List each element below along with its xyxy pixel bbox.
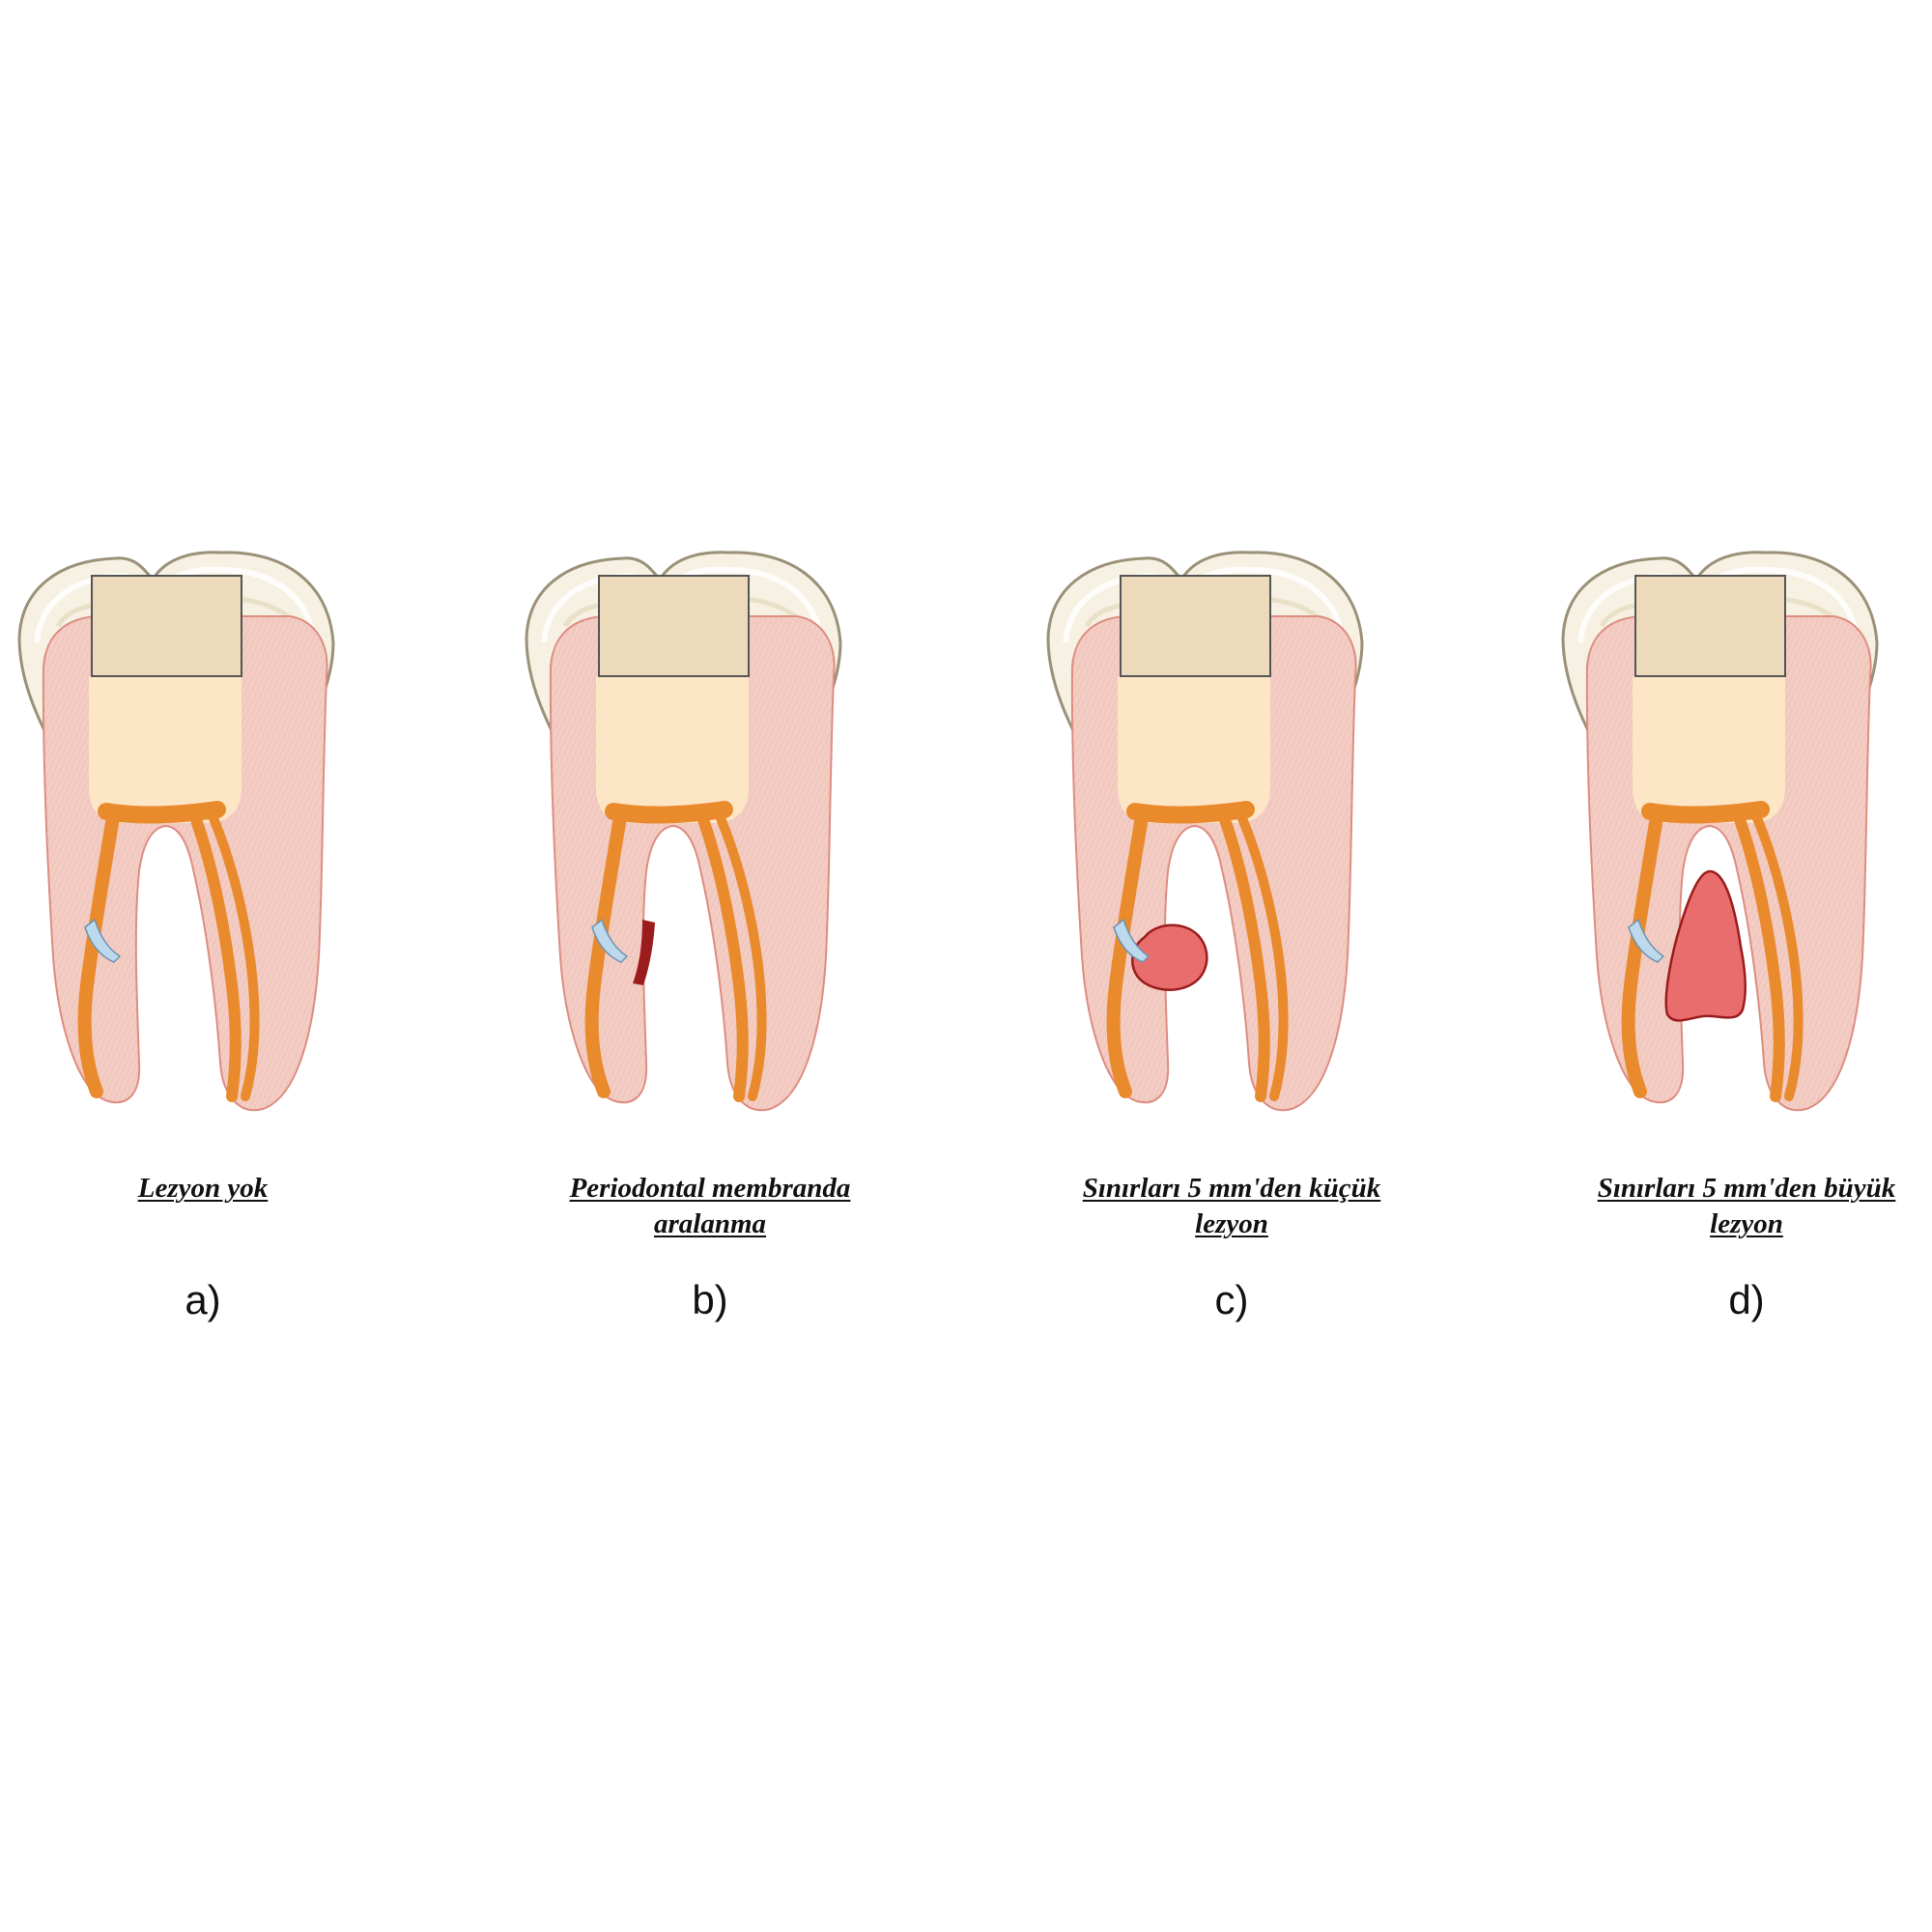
root-canal-distal	[187, 806, 242, 1102]
tooth-illustration	[525, 551, 842, 1112]
pulp-chamber	[89, 676, 242, 823]
caption-line: Lezyon yok	[137, 1173, 269, 1204]
root-canal-distal-2	[206, 807, 260, 1101]
panel-b: Periodontal membranda aralanma b)	[507, 522, 913, 1333]
panel-letter: c)	[1214, 1277, 1249, 1322]
fractured-instrument	[591, 918, 629, 963]
canal-orifices	[1641, 801, 1770, 824]
tooth-illustration	[1561, 551, 1879, 1112]
root-canal-mesial	[1621, 805, 1664, 1098]
filling-restoration	[1634, 575, 1786, 677]
root-canal-distal	[695, 806, 749, 1102]
pdl-widening-mark	[633, 920, 655, 985]
root-canal-mesial	[584, 805, 628, 1098]
caption: Lezyon yok	[0, 1171, 406, 1207]
pulp-chamber	[1633, 676, 1785, 823]
caption-line: lezyon	[1195, 1208, 1268, 1239]
panel-letter: b)	[692, 1277, 728, 1322]
panel-d: Sınırları 5 mm'den büyük lezyon d)	[1544, 522, 1932, 1333]
caption-line: Periodontal membranda	[569, 1173, 851, 1204]
tooth-illustration	[17, 551, 335, 1112]
root-canal-distal	[1731, 806, 1785, 1102]
canal-orifices	[605, 801, 733, 824]
periapical-lesion-small	[1131, 923, 1208, 991]
filling-restoration	[598, 575, 750, 677]
caption: Sınırları 5 mm'den büyük lezyon	[1544, 1171, 1932, 1242]
panel-letter: d)	[1728, 1277, 1765, 1322]
canal-orifices	[98, 801, 226, 824]
root-canal-mesial	[1106, 805, 1150, 1098]
fractured-instrument	[1113, 918, 1151, 963]
panel-a: Lezyon yok a)	[0, 522, 406, 1333]
root-canal-distal-2	[1235, 807, 1289, 1101]
root-canal-distal-2	[713, 807, 767, 1101]
panel-letter: a)	[185, 1277, 221, 1322]
root-canal-mesial	[77, 805, 121, 1098]
panel-c: Sınırları 5 mm'den küçük lezyon c)	[1029, 522, 1435, 1333]
root-canal-distal-2	[1749, 807, 1804, 1101]
caption-line: Sınırları 5 mm'den büyük	[1597, 1173, 1896, 1204]
tooth-illustration	[1046, 551, 1364, 1112]
fractured-instrument	[1628, 918, 1665, 963]
caption-line: Sınırları 5 mm'den küçük	[1082, 1173, 1381, 1204]
periapical-lesion-large	[1664, 869, 1747, 1022]
caption-line: aralanma	[653, 1208, 767, 1239]
caption: Sınırları 5 mm'den küçük lezyon	[1029, 1171, 1435, 1242]
fractured-instrument	[84, 918, 122, 963]
root-canal-distal	[1216, 806, 1270, 1102]
caption-line: lezyon	[1710, 1208, 1783, 1239]
filling-restoration	[91, 575, 242, 677]
pulp-chamber	[1118, 676, 1270, 823]
filling-restoration	[1120, 575, 1271, 677]
pulp-chamber	[596, 676, 749, 823]
canal-orifices	[1126, 801, 1255, 824]
caption: Periodontal membranda aralanma	[507, 1171, 913, 1242]
